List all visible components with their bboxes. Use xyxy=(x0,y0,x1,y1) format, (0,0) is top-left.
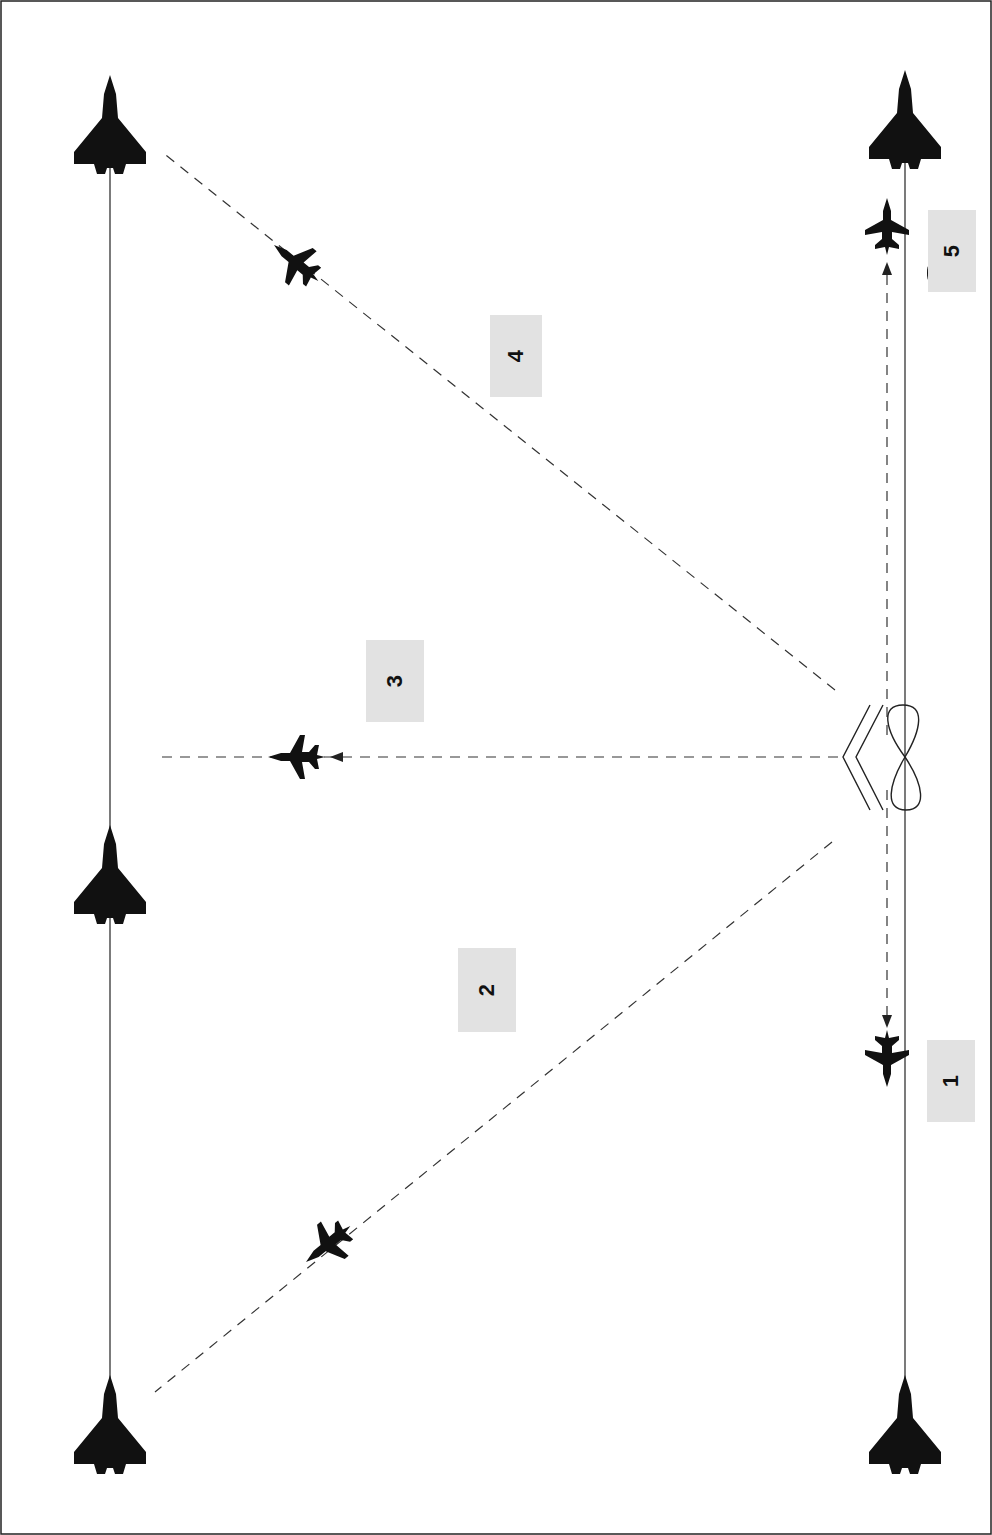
callout-box: 2 xyxy=(458,948,516,1032)
fighter-aircraft xyxy=(260,198,909,1279)
callout-number: 1 xyxy=(938,1075,964,1087)
arrowhead xyxy=(882,1015,892,1028)
callout-box: 3 xyxy=(366,640,424,722)
callout-number: 3 xyxy=(382,675,408,687)
arrowhead xyxy=(330,752,343,762)
callout-box: 1 xyxy=(927,1040,975,1122)
track-line xyxy=(904,150,905,1440)
flight-paths xyxy=(155,152,887,1392)
arrowhead xyxy=(882,262,892,275)
callout-number: 4 xyxy=(503,350,529,362)
track-line xyxy=(109,150,110,1440)
callout-number: 2 xyxy=(474,984,500,996)
large-aircraft xyxy=(74,70,941,1474)
callout-box: 5 xyxy=(928,210,976,292)
radar-symbol xyxy=(843,705,921,810)
callout-number: 5 xyxy=(939,245,965,257)
callout-box: 4 xyxy=(490,315,542,397)
